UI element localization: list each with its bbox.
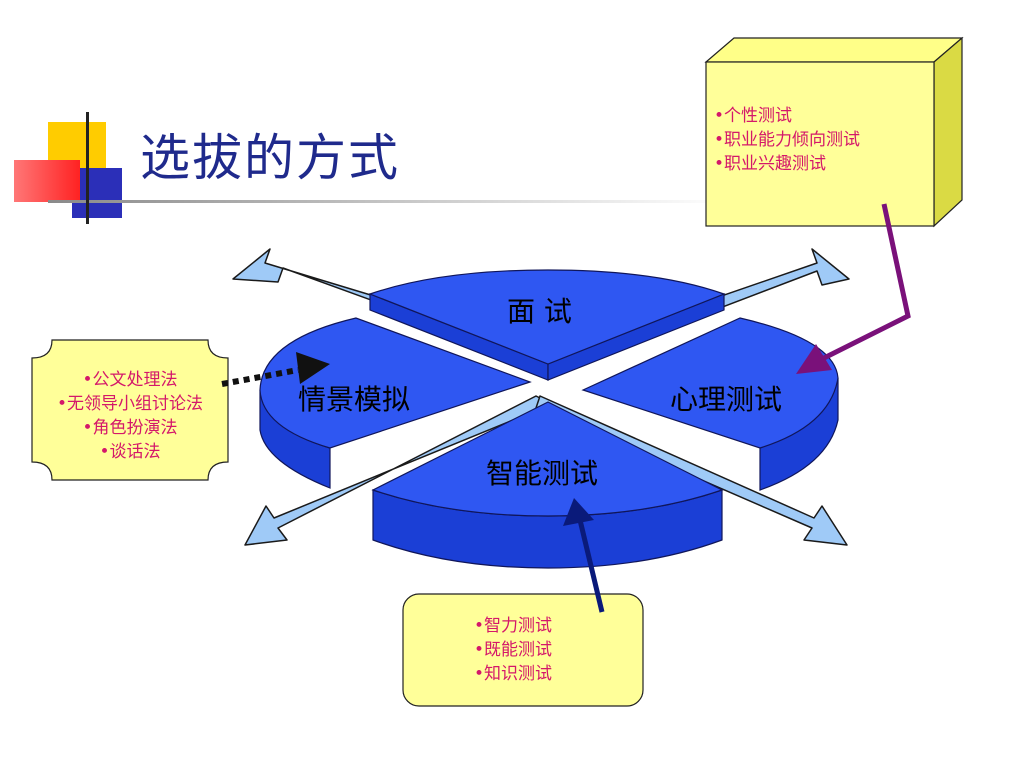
psych-note-item: •个性测试	[714, 106, 793, 126]
pie-chart	[259, 269, 839, 569]
scenario-note-item: •无领导小组讨论法	[56, 394, 204, 414]
connector-intelligence	[577, 519, 605, 613]
connector-psych	[818, 203, 911, 363]
note-intelligence-box	[402, 593, 644, 707]
intelligence-note-item: •知识测试	[474, 664, 553, 684]
intelligence-note-item: •既能测试	[474, 640, 553, 660]
scenario-note-item: •谈话法	[99, 442, 161, 462]
note-psych-box	[704, 36, 964, 228]
scenario-note-item: •公文处理法	[82, 370, 178, 390]
segment-label-intelligence: 智能测试	[486, 457, 599, 490]
connector-scenario-arrowhead	[296, 352, 330, 384]
scenario-note-list: •公文处理法 •无领导小组讨论法 •角色扮演法 •谈话法	[32, 368, 228, 464]
segment-label-scenario: 情景模拟	[298, 383, 411, 416]
title-underline	[48, 200, 728, 203]
segment-label-psych: 心理测试	[670, 383, 783, 416]
segment-label-interview: 面 试	[507, 295, 572, 328]
psych-box-front	[705, 61, 935, 227]
segment-top	[368, 269, 726, 365]
deco-blue-square	[72, 168, 122, 218]
connector-intelligence-arrowhead	[563, 498, 594, 526]
note-scenario-box	[31, 339, 229, 481]
psych-box-top	[704, 37, 964, 63]
connector-psych-arrowhead	[796, 344, 832, 374]
connector-scenario	[221, 367, 299, 387]
deco-red-square	[14, 160, 80, 202]
deco-vertical-line	[86, 112, 89, 224]
psych-note-item: •职业能力倾向测试	[714, 130, 861, 150]
segment-right	[581, 317, 839, 449]
title-decoration	[14, 112, 728, 224]
page-title: 选拔的方式	[140, 129, 400, 187]
psych-box-side	[933, 36, 963, 228]
intelligence-note-list: •智力测试 •既能测试 •知识测试	[474, 614, 552, 686]
psych-note-item: •职业兴趣测试	[714, 154, 827, 174]
intelligence-note-item: •智力测试	[474, 616, 553, 636]
scenario-note-item: •角色扮演法	[82, 418, 178, 438]
psych-note-list: •个性测试 •职业能力倾向测试 •职业兴趣测试	[714, 104, 860, 176]
segment-bottom	[371, 401, 724, 517]
segment-left	[259, 317, 532, 449]
